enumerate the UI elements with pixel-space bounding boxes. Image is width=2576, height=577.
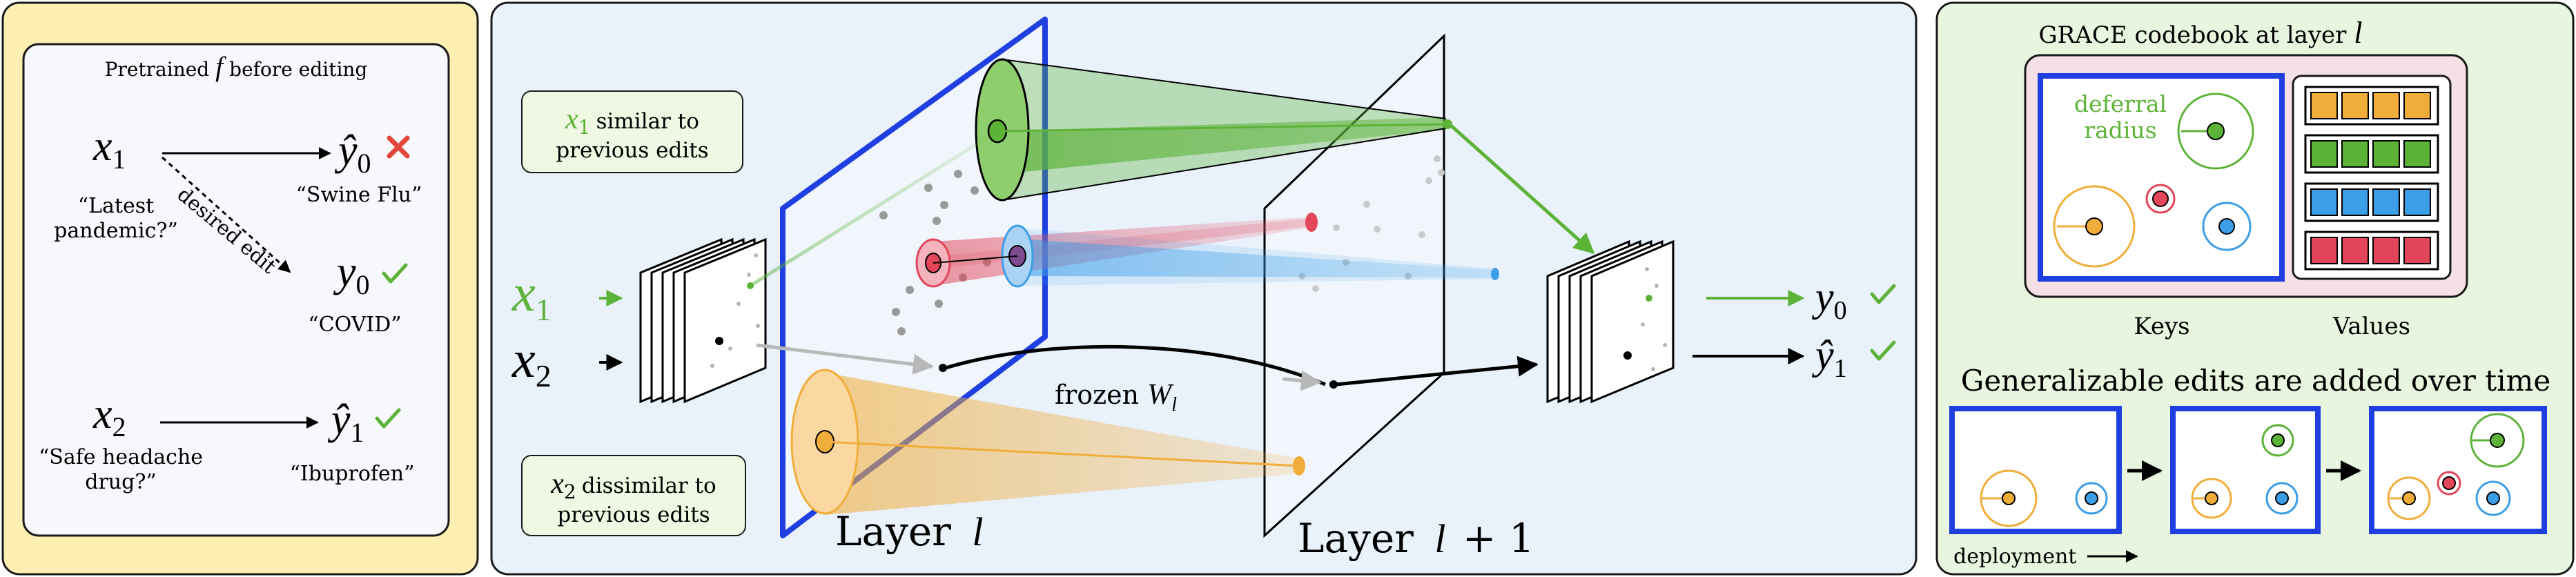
x2-quote-line1: “Safe headache [39,445,203,469]
frozen-weights-arrow [945,344,1326,387]
x2-symbol: x2 [92,391,126,442]
yhat0-symbol: ŷ0 [334,127,371,179]
orange-key-point [1293,456,1305,476]
desired-edit-arrow [161,156,291,273]
similar-callout-line2: previous edits [556,138,708,163]
x2-quote-line2: drug?” [85,470,157,494]
y0-quote: “COVID” [308,313,401,337]
blue-key-point [1491,268,1499,280]
codebook-title: GRACE codebook at layer l [2039,16,2363,50]
input-x1: x1 [511,264,552,327]
check-icon [382,263,408,284]
x1-symbol: x1 [92,123,126,175]
similar-callout [521,90,743,173]
blue-cone [1017,239,1498,277]
deferral-radius-line1: deferral [2074,90,2167,117]
output-yhat1: ŷ1 [1811,332,1847,383]
values-box [2292,75,2452,280]
left-heading: Pretrained f before editing [105,51,368,82]
check-icon [1870,284,1896,304]
x1-quote-line1: “Latest [78,194,154,218]
output-feature-stack [1546,239,1675,404]
values-label: Values [2332,313,2410,340]
layer-l-label: Layer l [835,508,983,555]
blue-key-circle [2202,202,2252,251]
yhat0-quote: “Swine Flu” [296,183,422,207]
keys-label: Keys [2134,313,2189,340]
timeline-box-2 [2170,406,2321,534]
deployment-label: deployment [1953,545,2076,569]
x2-projection [756,343,934,375]
check-icon [375,408,401,429]
edit-to-output-arrow [1448,123,1595,254]
orange-cone [825,373,1299,515]
hidden-to-output-arrow [1336,355,1539,387]
check-icon [1870,340,1896,361]
output-y0: y0 [1811,274,1847,325]
dissimilar-callout [521,455,746,536]
value-vector-orange [2304,86,2439,126]
timeline-box-3 [2369,406,2547,534]
red-key-point [1305,213,1318,232]
dissimilar-callout-line2: previous edits [557,502,710,527]
orange-key-circle [2053,185,2136,268]
right-panel: GRACE codebook at layer l deferral radiu… [1935,1,2575,576]
input-x2: x2 [511,331,552,393]
left-panel: Pretrained f before editing x1 “Latest p… [1,1,479,576]
red-key-circle [2145,184,2176,214]
value-vector-green [2304,134,2439,174]
green-cone [1002,117,1446,174]
value-vector-red [2304,231,2439,271]
deferral-radius-line2: radius [2084,117,2156,144]
x1-projection [749,129,999,288]
yhat1-symbol: ŷ1 [327,396,364,448]
green-key-circle [2177,92,2254,170]
left-inner-box [22,43,450,537]
yhat1-quote: “Ibuprofen” [290,462,415,486]
layer-l1-label: Layer l + 1 [1298,515,1534,562]
cross-icon [387,135,410,159]
value-vector-blue [2304,182,2439,222]
generalizable-title: Generalizable edits are added over time [1961,364,2550,398]
timeline-box-1 [1949,406,2122,534]
input-feature-stack [639,237,767,404]
x1-quote-line2: pandemic?” [54,219,178,243]
frozen-label: frozen Wl [1055,379,1177,415]
y0-symbol: y0 [333,248,370,300]
